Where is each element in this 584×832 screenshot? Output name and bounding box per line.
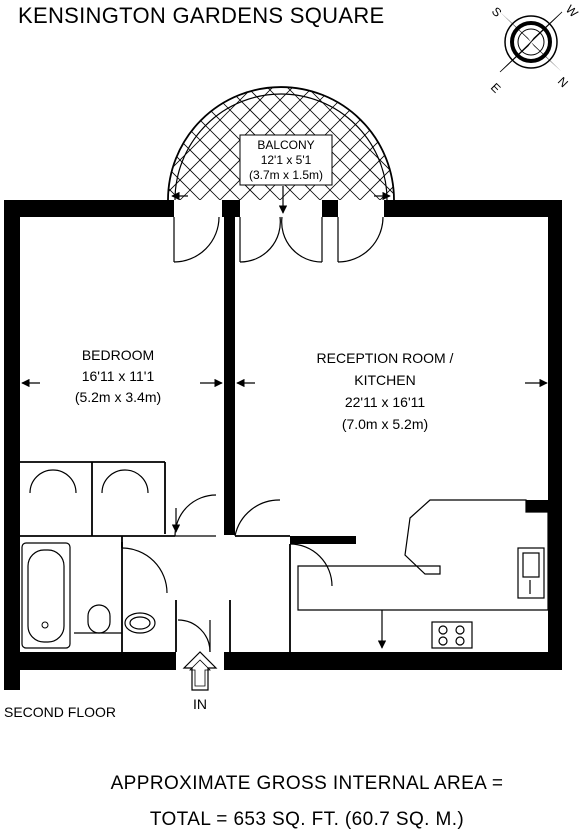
balcony-hatch-line <box>339 87 394 200</box>
balcony-hatch-line <box>400 80 520 200</box>
balcony-hatch-line <box>168 87 241 200</box>
reception-name-line2: KITCHEN <box>354 372 415 388</box>
compass-label-w: W <box>563 2 581 20</box>
walls <box>4 200 562 690</box>
balcony-hatch-line <box>0 80 40 200</box>
balcony-hatch-line <box>0 80 20 200</box>
balcony-hatch-line <box>500 80 584 200</box>
dimension-arrows <box>21 378 548 533</box>
area-heading: APPROXIMATE GROSS INTERNAL AREA = <box>111 773 504 794</box>
compass-label-n: N <box>555 74 571 90</box>
balcony-hatch-line <box>40 80 160 200</box>
compass-label-e: E <box>488 80 504 96</box>
balcony-hatch-line <box>20 80 140 200</box>
reception-size-imperial: 22'11 x 16'11 <box>345 394 426 410</box>
balcony-size-metric: (3.7m x 1.5m) <box>249 168 323 182</box>
balcony-hatch-line <box>520 80 584 200</box>
balcony-hatch-line <box>0 80 80 200</box>
balcony-hatch-line <box>0 80 100 200</box>
balcony-hatch-line <box>540 80 584 200</box>
balcony-hatch-line <box>400 80 520 200</box>
balcony-hatch-line <box>480 80 584 200</box>
entrance-label: IN <box>193 696 207 712</box>
kitchen <box>297 499 549 649</box>
balcony-hatch-line <box>168 87 201 200</box>
balcony-hatch-line <box>560 80 584 200</box>
property-title: KENSINGTON GARDENS SQUARE <box>18 3 385 28</box>
reception-name-line1: RECEPTION ROOM / <box>317 350 454 366</box>
balcony-hatch-line <box>379 87 394 200</box>
floor-label: SECOND FLOOR <box>4 704 116 720</box>
balcony-hatch-line <box>299 87 394 200</box>
bedroom-size-metric: (5.2m x 3.4m) <box>75 389 161 405</box>
balcony-hatch-line <box>460 80 580 200</box>
balcony-hatch-line <box>440 80 560 200</box>
balcony-hatch-line <box>0 80 60 200</box>
balcony-hatch-line <box>168 87 221 200</box>
area-total: TOTAL = 653 SQ. FT. (60.7 SQ. M.) <box>150 809 464 830</box>
bedroom-size-imperial: 16'11 x 11'1 <box>82 368 155 384</box>
balcony-hatch-line <box>440 80 560 200</box>
balcony-size-imperial: 12'1 x 5'1 <box>261 153 312 167</box>
balcony-hatch-line <box>40 80 160 200</box>
compass-label-s: S <box>489 4 505 20</box>
balcony-hatch-line <box>359 87 394 200</box>
compass-icon: S W N E <box>488 2 581 96</box>
balcony-hatch-line <box>168 87 181 200</box>
bathroom <box>21 542 156 649</box>
balcony-hatch-line <box>420 80 540 200</box>
bedroom-name: BEDROOM <box>82 347 154 363</box>
balcony-hatch-line <box>420 80 540 200</box>
balcony-hatch-line <box>379 87 394 200</box>
balcony-hatch-line <box>168 87 181 200</box>
entrance-arrow-icon <box>182 651 218 691</box>
balcony-hatch-line <box>0 80 120 200</box>
reception-size-metric: (7.0m x 5.2m) <box>342 416 428 432</box>
doors <box>29 216 384 653</box>
balcony-name: BALCONY <box>257 138 314 152</box>
interior-partitions <box>20 461 291 652</box>
balcony-hatch-line <box>20 80 140 200</box>
balcony-hatch-line <box>279 87 394 200</box>
balcony-hatch-line <box>319 87 394 200</box>
balcony: BALCONY 12'1 x 5'1 (3.7m x 1.5m) <box>0 80 584 214</box>
